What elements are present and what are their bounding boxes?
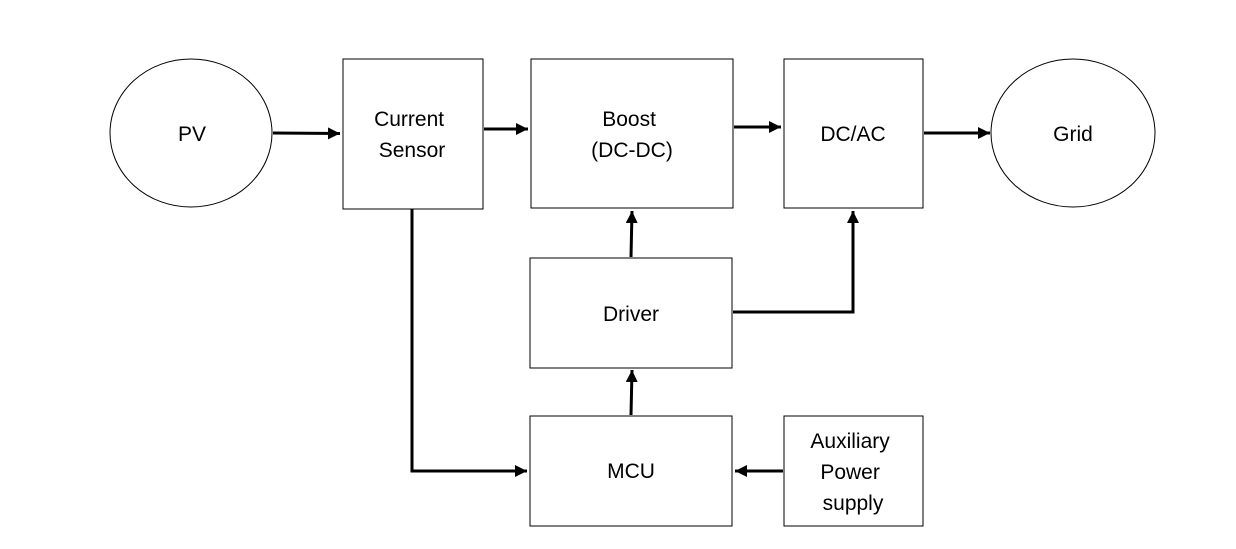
node-grid: Grid [990,58,1156,208]
node-current-sensor-label: Current Sensor [374,108,450,162]
node-mcu-shape [529,415,733,527]
node-mcu-line-1: MCU [607,460,655,483]
edge-mcu-to-driver [625,369,638,416]
node-driver: Driver [529,257,733,369]
node-driver-shape [529,257,733,369]
node-boost-shape [530,58,734,209]
node-grid-line-1: Grid [1053,123,1093,146]
node-grid-shape [990,58,1156,208]
node-aux-line-3: supply [823,492,884,515]
node-aux-power-supply-label: Auxiliary Power supply [810,430,895,515]
node-grid-label: Grid [1053,123,1093,146]
node-pv-shape [109,58,273,208]
node-pv: PV [109,58,273,208]
node-current-sensor-line-2: Sensor [379,139,446,162]
node-driver-line-1: Driver [603,303,659,326]
node-boost-label: Boost (DC-DC) [591,108,673,162]
edge-driver-to-dcac [733,211,859,314]
node-mcu: MCU [529,415,733,527]
node-boost-line-2: (DC-DC) [591,139,673,162]
edge-pv-to-current-sensor [272,127,341,140]
node-aux-line-1: Auxiliary [810,430,890,453]
node-mcu-label: MCU [607,460,655,483]
node-driver-label: Driver [603,303,659,326]
node-dcac-label: DC/AC [820,123,885,146]
edge-current-sensor-to-mcu [410,209,527,477]
node-current-sensor: Current Sensor [342,58,484,210]
node-aux-power-supply: Auxiliary Power supply [783,415,924,527]
node-dcac-shape [783,58,924,209]
node-dcac-line-1: DC/AC [820,123,885,146]
connections [272,121,990,477]
node-pv-label: PV [178,123,206,146]
node-current-sensor-shape [342,58,484,210]
node-pv-line-1: PV [178,123,206,146]
node-aux-power-supply-shape [783,415,924,527]
node-boost: Boost (DC-DC) [530,58,734,209]
node-aux-line-2: Power [820,461,880,484]
edge-driver-to-boost [625,210,638,258]
node-boost-line-1: Boost [602,108,656,131]
node-current-sensor-line-1: Current [374,108,444,131]
node-dcac: DC/AC [783,58,924,209]
